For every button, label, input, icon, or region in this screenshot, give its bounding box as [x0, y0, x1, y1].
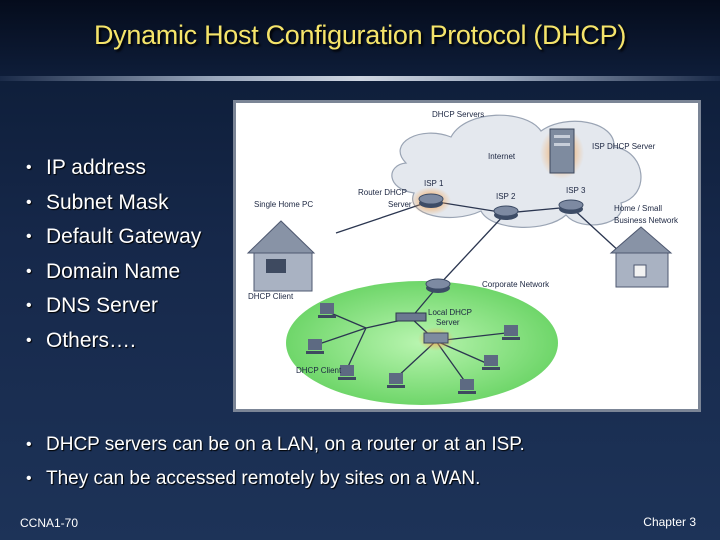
bottom-bullet-text: They can be accessed remotely by sites o… [46, 468, 481, 489]
label-internet: Internet [488, 152, 516, 161]
pc-icon [318, 303, 336, 318]
label-corporate-network: Corporate Network [482, 280, 550, 289]
pc-icon [306, 339, 324, 354]
bullet-item: • Domain Name [26, 258, 201, 293]
isp-dhcp-server-icon [540, 127, 584, 179]
bottom-bullet-item: • DHCP servers can be on a LAN, on a rout… [26, 431, 525, 465]
bullet-text: DNS Server [46, 294, 159, 318]
bullet-item: • DNS Server [26, 292, 201, 327]
bottom-bullet-item: • They can be accessed remotely by sites … [26, 465, 525, 499]
title-divider [0, 76, 720, 81]
label-single-home-pc: Single Home PC [254, 200, 313, 209]
local-dhcp-server-icon [418, 327, 454, 351]
bullet-dot: • [26, 193, 32, 211]
pc-icon [482, 355, 500, 370]
bullet-dot: • [26, 228, 32, 246]
lan-switch-icon [395, 312, 427, 322]
bullet-item: • Subnet Mask [26, 189, 201, 224]
lan-client-pcs [306, 303, 520, 394]
bullet-item: • IP address [26, 154, 201, 189]
label-isp3: ISP 3 [566, 186, 586, 195]
label-isp1: ISP 1 [424, 179, 444, 188]
bullet-text: Default Gateway [46, 225, 202, 249]
label-dhcp-servers: DHCP Servers [432, 110, 484, 119]
bullet-text: Subnet Mask [46, 190, 169, 214]
bottom-bullet-list: • DHCP servers can be on a LAN, on a rout… [26, 431, 525, 499]
title-band [0, 0, 720, 76]
bullet-list: • IP address • Subnet Mask • Default Gatewa… [26, 154, 201, 362]
label-home-small-2: Business Network [614, 216, 679, 225]
router-isp2-icon [493, 205, 519, 220]
label-dhcp-client-lan: DHCP Client [296, 366, 342, 375]
pc-icon [338, 365, 356, 380]
pc-icon [502, 325, 520, 340]
label-router-dhcp-1: Router DHCP [358, 188, 407, 197]
network-diagram-svg: DHCP Servers Internet ISP DHCP Server Ro… [246, 110, 679, 405]
home-house-icon [246, 220, 316, 292]
bullet-dot: • [26, 331, 32, 349]
label-isp-dhcp-server: ISP DHCP Server [592, 142, 656, 151]
label-router-dhcp-2: Server [388, 200, 412, 209]
bullet-item: • Default Gateway [26, 223, 201, 258]
label-isp2: ISP 2 [496, 192, 516, 201]
router-corporate-icon [425, 278, 451, 293]
router-isp1-icon [411, 187, 451, 215]
bullet-text: Domain Name [46, 259, 181, 283]
bullet-dot: • [26, 262, 32, 280]
footer-course-code: CCNA1-70 [20, 516, 79, 530]
bullet-dot: • [26, 159, 32, 176]
label-dhcp-client-home: DHCP Client [248, 292, 294, 301]
business-house-icon [609, 226, 673, 288]
bullet-dot: • [26, 470, 32, 487]
label-local-dhcp-1: Local DHCP [428, 308, 472, 317]
pc-icon [387, 373, 405, 388]
bullet-item: • Others…. [26, 327, 201, 362]
label-local-dhcp-2: Server [436, 318, 460, 327]
bullet-text: IP address [46, 156, 147, 179]
router-isp3-icon [558, 199, 584, 214]
footer-chapter: Chapter 3 [643, 515, 696, 529]
bullet-dot: • [26, 297, 32, 315]
label-home-small-1: Home / Small [614, 204, 662, 213]
bottom-bullet-text: DHCP servers can be on a LAN, on a route… [46, 434, 525, 455]
network-diagram: DHCP Servers Internet ISP DHCP Server Ro… [233, 100, 701, 412]
bullet-dot: • [26, 436, 32, 453]
pc-icon [458, 379, 476, 394]
bullet-text: Others…. [46, 328, 136, 352]
slide-title: Dynamic Host Configuration Protocol (DHC… [93, 20, 627, 50]
